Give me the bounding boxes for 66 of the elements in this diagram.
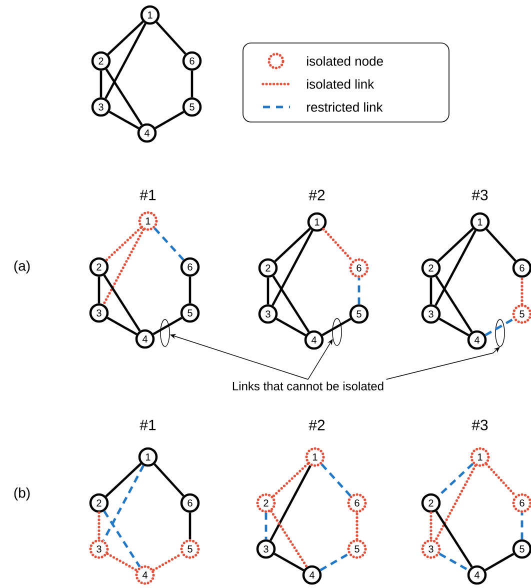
- dotted-link-line: [106, 552, 138, 572]
- link-line: [156, 21, 186, 55]
- dotted-link-line: [485, 462, 517, 498]
- ellipse-marker: [332, 318, 342, 346]
- link-line: [270, 465, 312, 542]
- link-line: [435, 276, 473, 332]
- link-line: [272, 276, 310, 332]
- dotted-link-line: [430, 511, 432, 540]
- link-line: [274, 228, 311, 262]
- link-line: [104, 22, 146, 100]
- dashed-link-line: [154, 227, 184, 261]
- link-line: [322, 318, 352, 336]
- link-line: [438, 318, 470, 336]
- link-line: [154, 463, 184, 497]
- dotted-link-line: [98, 511, 100, 540]
- dashed-link-line: [103, 510, 141, 568]
- dotted-link-line: [520, 276, 524, 306]
- dashed-link-line: [264, 512, 268, 540]
- graph-title: #2: [308, 420, 325, 430]
- ellipse-marker: [160, 319, 170, 347]
- dashed-link-line: [358, 278, 360, 304]
- link-line: [154, 110, 184, 130]
- link-line: [107, 20, 144, 56]
- link-line: [188, 276, 192, 304]
- legend-text: restricted link: [307, 102, 383, 112]
- link-line: [190, 70, 194, 98]
- link-line: [276, 318, 306, 336]
- link-line: [434, 230, 476, 306]
- dashed-link-line: [320, 463, 352, 497]
- link-line: [100, 70, 102, 98]
- link-line: [430, 278, 432, 304]
- link-line: [266, 278, 270, 304]
- legend-text: isolated link: [307, 79, 374, 89]
- dotted-link-line: [270, 510, 308, 568]
- link-line: [484, 552, 514, 572]
- link-line: [486, 228, 516, 262]
- dotted-link-line: [434, 464, 477, 542]
- graph-title: #1: [140, 420, 156, 430]
- dotted-link-line: [322, 228, 354, 262]
- link-line: [274, 552, 304, 572]
- callout-text: Links that cannot be isolated: [232, 382, 384, 390]
- dotted-link-line: [272, 462, 310, 498]
- dashed-link-line: [102, 464, 145, 541]
- link-line: [103, 274, 141, 332]
- link-line: [98, 276, 100, 304]
- dotted-link-line: [104, 226, 142, 262]
- dashed-link-line: [484, 318, 514, 336]
- dotted-link-line: [356, 512, 358, 540]
- panel-label: (b): [14, 487, 30, 501]
- link-line: [105, 68, 143, 126]
- dotted-link-line: [102, 228, 145, 306]
- dashed-link-line: [320, 552, 350, 572]
- link-line: [106, 316, 138, 336]
- link-line: [152, 316, 182, 336]
- dashed-link-line: [438, 552, 470, 572]
- link-line: [272, 230, 314, 306]
- ellipse-marker: [495, 319, 505, 347]
- graph-title: #3: [472, 420, 488, 430]
- link-line: [435, 510, 473, 568]
- dashed-link-line: [520, 512, 524, 540]
- link-line: [437, 228, 474, 262]
- link-line: [188, 512, 192, 540]
- link-line: [108, 110, 140, 130]
- panel-label: (a): [14, 260, 30, 274]
- link-line: [105, 462, 142, 498]
- legend-text: isolated node: [307, 56, 383, 66]
